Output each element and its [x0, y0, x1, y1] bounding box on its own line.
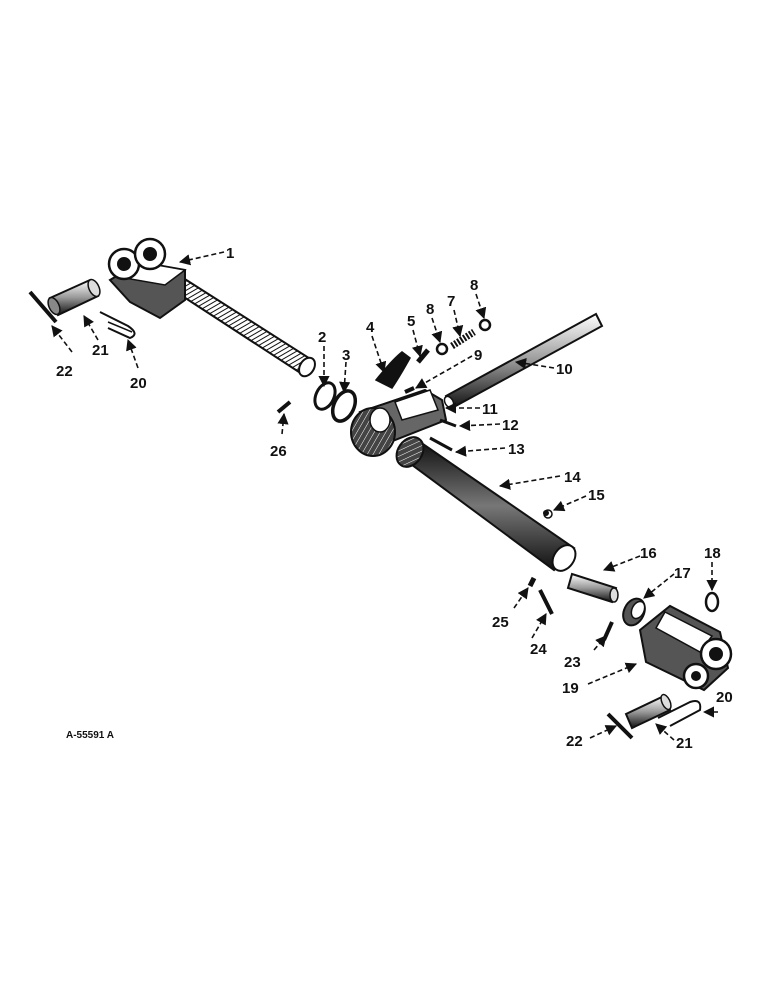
callout-1: 1: [226, 245, 234, 262]
part-18-ring: [704, 591, 720, 613]
callout-18: 18: [704, 545, 721, 562]
leader-20-upper: [126, 338, 139, 369]
callout-25: 25: [492, 614, 509, 631]
leader-21-upper: [83, 315, 99, 341]
callout-12: 12: [502, 417, 519, 434]
leader-19: [587, 662, 638, 685]
leader-21-lower: [655, 723, 675, 741]
leader-8b: [475, 293, 487, 320]
callout-13: 13: [508, 441, 525, 458]
callout-9: 9: [474, 347, 482, 364]
callout-20-lower: 20: [716, 689, 733, 706]
leader-22-upper: [51, 325, 73, 353]
part-20-hair-pin-lower: [657, 700, 702, 727]
leader-3: [339, 361, 351, 394]
leader-7: [452, 309, 464, 338]
callout-24: 24: [530, 641, 547, 658]
leader-15: [552, 495, 587, 512]
leader-10: [514, 358, 555, 370]
leader-14: [498, 475, 561, 490]
callout-20-upper: 20: [130, 375, 147, 392]
part-2-ring: [313, 381, 337, 411]
part-8-washer-a: [435, 342, 449, 356]
leader-24: [531, 613, 547, 639]
callout-5: 5: [407, 313, 415, 330]
part-20-hair-pin-upper: [99, 311, 136, 340]
leader-25: [513, 587, 529, 609]
leader-16: [602, 555, 641, 572]
leader-26: [277, 412, 289, 435]
callout-15: 15: [588, 487, 605, 504]
callout-10: 10: [556, 361, 573, 378]
part-26-roll-pin: [276, 400, 292, 414]
leader-9: [415, 355, 473, 389]
callout-2: 2: [318, 329, 326, 346]
callout-17: 17: [674, 565, 691, 582]
part-24-cotter-pin: [538, 589, 554, 615]
part-10-rod: [443, 312, 604, 410]
leader-8a: [431, 317, 443, 344]
leader-22-lower: [589, 725, 618, 739]
leader-4: [371, 335, 387, 374]
leader-23: [593, 635, 607, 651]
part-3-ring: [330, 389, 358, 423]
part-1-threaded-clevis: [107, 237, 316, 378]
part-11-yoke: [350, 388, 448, 457]
part-22-pin-handle-upper: [28, 290, 58, 324]
leader-12: [458, 419, 501, 432]
callout-3: 3: [342, 347, 350, 364]
part-15-ball: [543, 510, 549, 516]
callout-8b: 8: [470, 277, 478, 294]
part-25-set-screw: [527, 576, 537, 588]
leader-17: [643, 573, 675, 599]
part-8-washer-b: [478, 318, 492, 332]
figure-id: A-55591 A: [66, 730, 114, 741]
part-16-pin: [566, 572, 619, 604]
callout-14: 14: [564, 469, 581, 486]
part-5-pin: [416, 348, 430, 364]
part-21-clevis-pin-upper: [47, 278, 101, 317]
callout-19: 19: [562, 680, 579, 697]
callout-7: 7: [447, 293, 455, 310]
callout-4: 4: [366, 319, 375, 336]
callout-22-lower: 22: [566, 733, 583, 750]
callout-21-upper: 21: [92, 342, 109, 359]
part-19-lower-clevis: [638, 604, 733, 692]
callout-22-upper: 22: [56, 363, 73, 380]
part-22-pin-handle-lower: [606, 712, 634, 740]
part-17-bushing: [622, 597, 646, 627]
part-4-latch: [374, 351, 411, 389]
part-7-spring: [450, 329, 476, 349]
callout-11: 11: [482, 401, 498, 418]
leader-1: [178, 251, 225, 266]
part-14-tube: [395, 436, 577, 572]
callout-16: 16: [640, 545, 657, 562]
part-9-pin: [404, 386, 415, 394]
part-13-pin: [429, 436, 453, 452]
leader-13: [454, 445, 506, 457]
callout-8a: 8: [426, 301, 434, 318]
part-21-clevis-pin-lower: [624, 693, 672, 730]
leader-5: [411, 329, 423, 358]
callout-21-lower: 21: [676, 735, 693, 752]
part-12-pin: [439, 418, 457, 428]
callout-26: 26: [270, 443, 287, 460]
callout-23: 23: [564, 654, 581, 671]
